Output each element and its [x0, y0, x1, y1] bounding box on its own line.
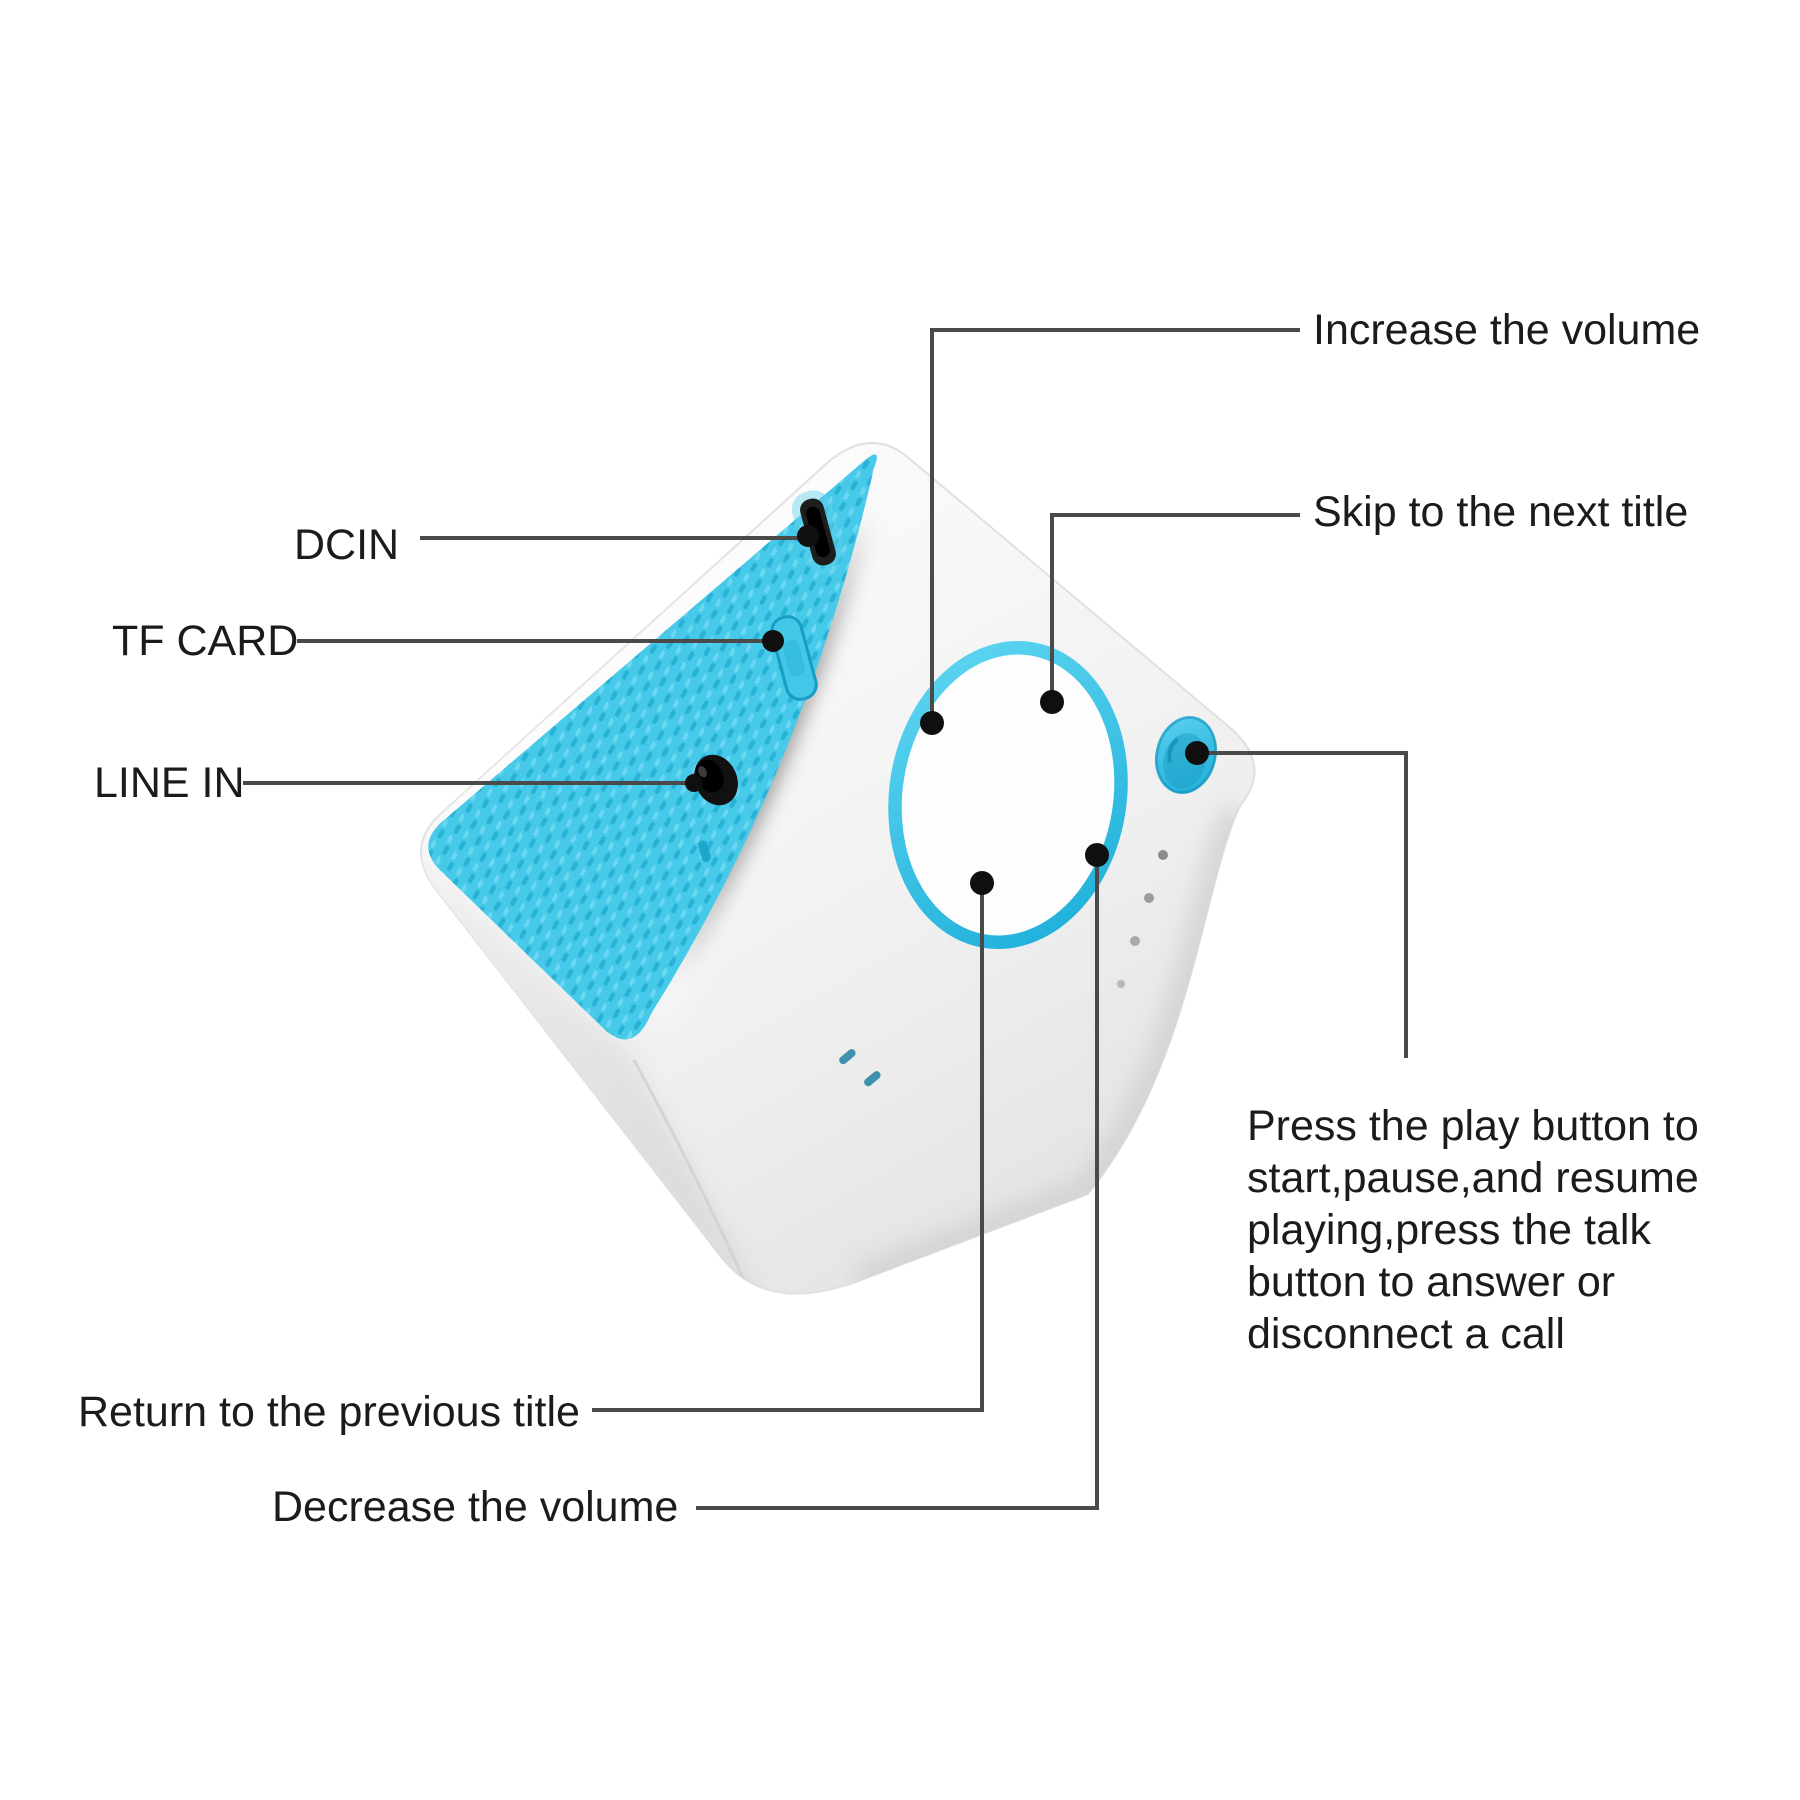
callout-lines [243, 328, 1408, 1510]
dot-tf-card [762, 630, 784, 652]
label-return-previous-title: Return to the previous title [78, 1388, 580, 1436]
callout-line-increase-volume [930, 328, 1300, 723]
label-skip-next-title: Skip to the next title [1313, 488, 1689, 536]
dot-increase-volume [920, 711, 944, 735]
callout-line-play-talk [1197, 751, 1408, 1058]
label-line-in: LINE IN [94, 759, 245, 807]
led-indicators [1117, 850, 1168, 988]
label-decrease-volume: Decrease the volume [272, 1483, 679, 1531]
label-dc-in: DCIN [294, 521, 400, 569]
dot-dc-in [797, 525, 819, 547]
dot-play-talk [1185, 741, 1209, 765]
label-tf-card: TF CARD [112, 617, 299, 665]
label-play-talk-description: Press the play button to start,pause,and… [1247, 1102, 1699, 1358]
control-dial [888, 641, 1128, 949]
panel-notch [698, 840, 711, 862]
dot-skip-next [1040, 690, 1064, 714]
strap-holes [839, 1049, 881, 1087]
label-increase-volume: Increase the volume [1313, 306, 1701, 354]
callout-line-skip-next [1050, 513, 1300, 702]
callout-line-return-previous [592, 883, 984, 1412]
dot-line-in [685, 774, 703, 792]
speaker-grille-panel [428, 454, 877, 1040]
dot-decrease-volume [1085, 843, 1109, 867]
callout-line-decrease-volume [696, 855, 1099, 1510]
dot-return-previous [970, 871, 994, 895]
callout-dots [685, 525, 1209, 895]
line-in-jack [694, 754, 738, 806]
